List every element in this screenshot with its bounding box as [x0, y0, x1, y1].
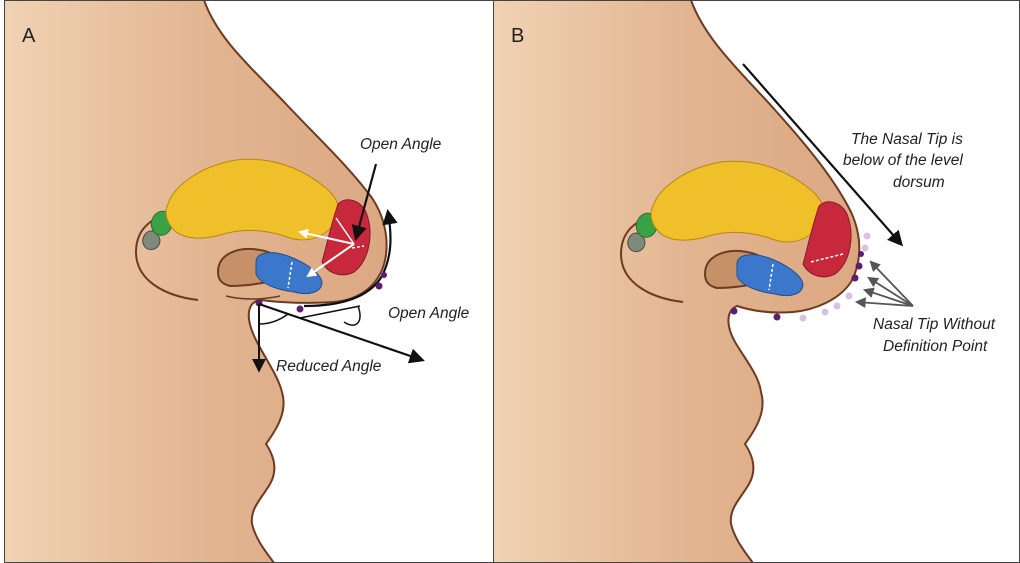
nasal-tip-line3: dorsum	[893, 174, 945, 191]
panel-a: A Open Angle Open Angle Reduced Angle	[4, 0, 508, 563]
no-definition-line1: Nasal Tip Without	[873, 316, 996, 333]
nasal-tip-line1: The Nasal Tip is	[851, 131, 963, 148]
no-definition-line2: Definition Point	[883, 338, 988, 355]
open-angle-side-line	[300, 306, 360, 318]
reduced-angle-arc	[259, 314, 288, 324]
panel-b: B The Nasal Tip is below of the level do…	[493, 0, 997, 563]
panel-b-label: B	[511, 25, 524, 47]
nasal-tip-line2: below of the level	[843, 152, 963, 169]
panel-a-illustration: A Open Angle Open Angle Reduced Angle	[4, 0, 508, 563]
no-definition-arrows	[857, 262, 913, 306]
panel-a-label: A	[22, 25, 36, 47]
open-angle-top-label: Open Angle	[360, 136, 442, 153]
reduced-angle-label: Reduced Angle	[276, 358, 382, 375]
panel-b-illustration: B The Nasal Tip is below of the level do…	[493, 0, 1020, 563]
face-profile	[4, 0, 387, 563]
open-angle-side-label: Open Angle	[388, 305, 470, 322]
face-profile-b	[493, 0, 859, 563]
